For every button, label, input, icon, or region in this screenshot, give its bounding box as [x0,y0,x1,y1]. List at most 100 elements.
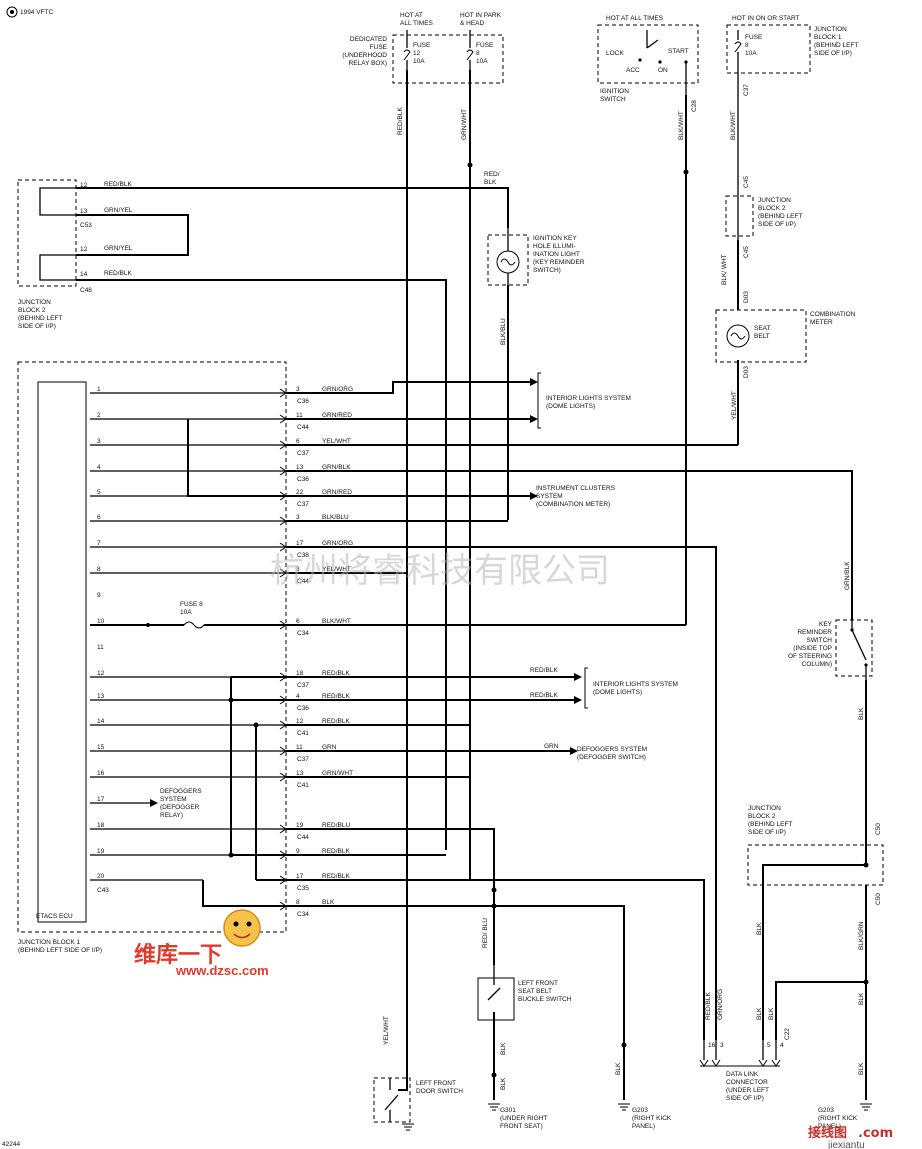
wire-color: GRN/ORG [322,540,353,547]
logo-jiexiantu: 接线图 .com jiexiantu [808,1125,893,1149]
system-labels: INTERIOR LIGHTS SYSTEM(DOME LIGHTS) INST… [97,395,678,894]
svg-text:www.dzsc.com: www.dzsc.com [175,963,269,978]
svg-text:C45: C45 [743,176,750,188]
ecu-pin: 5 [97,489,101,496]
ecu-pin: 10 [97,618,105,625]
row-wiring [90,372,853,1045]
header-code: 42244 [2,1141,20,1148]
connector-id: C44 [297,834,309,841]
connector-pin: 17 [296,540,304,547]
ecu-pin: 12 [97,670,105,677]
svg-text:JUNCTION BLOCK 1(BEHIND LEFT S: JUNCTION BLOCK 1(BEHIND LEFT SIDE OF I/P… [18,939,102,954]
wire-color: GRN/BLK [322,464,351,471]
wire-color: GRN/ORG [322,386,353,393]
ecu-pin: 18 [97,822,105,829]
connector-pin: 6 [296,438,300,445]
ecu-pin: 1 [97,386,101,393]
hot-all-times-2: HOT AT ALL TIMES [606,15,664,22]
ecu-pin: 14 [97,718,105,725]
svg-text:BLK: BLK [858,707,865,720]
svg-text:RED/BLK: RED/BLK [397,107,404,135]
connector-id: C41 [297,730,309,737]
ecu-pin: 9 [97,592,101,599]
header: 1994 VFTC 42244 [2,6,54,1148]
connector-id: C37 [297,756,309,763]
svg-text:C50: C50 [875,893,882,905]
connector-id: C37 [297,682,309,689]
connector-pin: 11 [296,744,303,751]
wire-color: GRN/RED [322,489,352,496]
svg-text:14: 14 [80,271,88,278]
svg-text:C43: C43 [97,887,109,894]
connector-pin: 4 [296,693,300,700]
wire-color: YEL/WHT [322,566,351,573]
feed-label-hot-in-park: HOT IN PARK& HEAD [460,12,502,27]
svg-text:BLK/WHT: BLK/WHT [730,111,737,140]
ign-start: START [668,48,689,55]
connector-id: C38 [297,552,309,559]
connector-id: C36 [297,398,309,405]
connector-id: C41 [297,782,309,789]
svg-text:YEL/WHT: YEL/WHT [731,391,738,420]
svg-text:BLK: BLK [768,1007,775,1020]
ecu-pin: 8 [97,566,101,573]
svg-text:RED/BLK: RED/BLK [484,171,500,186]
wire-color: BLK/BLU [322,514,349,521]
ecu-pin: 3 [97,438,101,445]
svg-text:BLK: BLK [500,1077,507,1090]
svg-text:C50: C50 [875,823,882,835]
svg-text:INTERIOR LIGHTS SYSTEM(DOME LI: INTERIOR LIGHTS SYSTEM(DOME LIGHTS) [593,681,678,696]
left-jb2: 12 13 12 14 RED/BLK GRN/YEL GRN/YEL RED/… [17,179,509,850]
ecu-pin: 19 [97,848,105,855]
svg-text:C37: C37 [743,84,750,96]
wire-color: YEL/WHT [322,438,351,445]
svg-text:5: 5 [767,1042,771,1049]
svg-text:YEL/WHT: YEL/WHT [383,1016,390,1045]
ecu-pin: 13 [97,693,105,700]
ign-acc: ACC [626,67,640,74]
wire-color: BLK/WHT [322,618,351,625]
wire-color: RED/BLK [322,848,350,855]
ecu-pin: 16 [97,770,105,777]
svg-text:3: 3 [720,1042,724,1049]
svg-text:BLK: BLK [756,922,763,935]
connector-pin: 3 [296,514,300,521]
svg-text:ETACS ECU: ETACS ECU [36,913,73,920]
ecu-pin: 4 [97,464,101,471]
connector-pin: 18 [296,670,304,677]
svg-text:GRN/YEL: GRN/YEL [104,245,133,252]
svg-text:BLK/ WHT: BLK/ WHT [721,254,728,285]
svg-text:C45: C45 [743,246,750,258]
svg-text:RED/BLK: RED/BLK [104,270,132,277]
wire-color: RED/BLK [322,718,350,725]
svg-text:GRN/WHT: GRN/WHT [461,109,468,140]
wire-color: GRN/RED [322,412,352,419]
svg-text:GRN: GRN [544,743,559,750]
svg-text:GRN/BLK: GRN/BLK [844,561,851,590]
svg-text:RED/BLK: RED/BLK [104,181,132,188]
logo-dzsc: 维库一下 www.dzsc.com [134,909,269,978]
etacs-ecu: ETACS ECU JUNCTION BLOCK 1(BEHIND LEFT S… [17,361,287,954]
wire-color: BLK [322,899,335,906]
svg-text:接线图: 接线图 [808,1125,847,1141]
